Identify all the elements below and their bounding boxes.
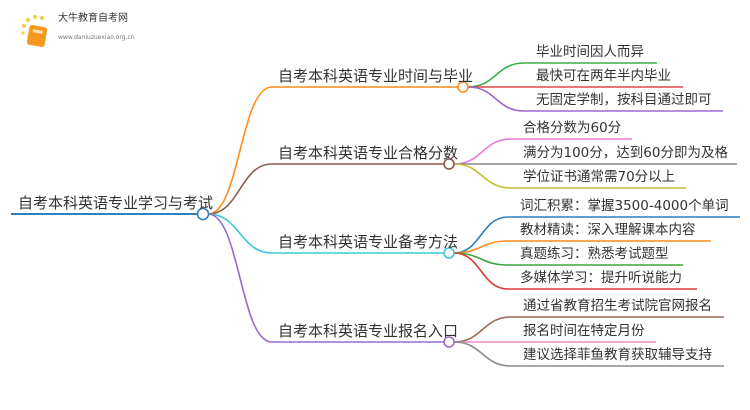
leaf-node[interactable]: 最快可在两年半内毕业 — [536, 68, 671, 84]
branch-node[interactable]: 自考本科英语专业备考方法 — [278, 233, 459, 251]
branch-node-circle — [443, 247, 455, 259]
leaf-node[interactable]: 满分为100分，达到60分即为及格 — [523, 145, 728, 161]
root-branch-connector — [207, 213, 273, 254]
leaf-node[interactable]: 真题练习：熟悉考试题型 — [520, 246, 669, 262]
branch-node-circle — [443, 158, 455, 170]
logo-url: www.daniuzuexiao.org.cn — [58, 34, 135, 41]
branch-node-circle — [457, 81, 469, 93]
branch-node[interactable]: 自考本科英语专业报名入口 — [278, 322, 459, 340]
leaf-node[interactable]: 学位证书通常需70分以上 — [523, 169, 676, 185]
leaf-connector — [453, 341, 512, 367]
leaf-connector — [453, 316, 512, 343]
root-branch-connector — [207, 163, 273, 215]
leaf-node[interactable]: 多媒体学习：提升听说能力 — [520, 270, 682, 286]
leaf-node[interactable]: 建议选择菲鱼教育获取辅导支持 — [523, 347, 712, 363]
leaf-connector — [453, 138, 512, 165]
leaf-node[interactable]: 毕业时间因人而异 — [536, 44, 644, 60]
leaf-node[interactable]: 合格分数为60分 — [523, 120, 622, 136]
leaf-node[interactable]: 无固定学制，按科目通过即可 — [536, 92, 712, 108]
root-branch-connector — [207, 86, 273, 215]
leaf-node[interactable]: 报名时间在特定月份 — [523, 323, 645, 339]
leaf-connector — [467, 62, 525, 88]
branch-node-circle — [443, 336, 455, 348]
branch-node[interactable]: 自考本科英语专业时间与毕业 — [278, 67, 474, 85]
leaf-node[interactable]: 通过省教育招生考试院官网报名 — [523, 298, 712, 314]
leaf-connector — [453, 252, 509, 290]
leaf-connector — [467, 86, 525, 112]
leaf-node[interactable]: 词汇积累：掌握3500-4000个单词 — [520, 198, 729, 214]
leaf-node[interactable]: 教材精读：深入理解课本内容 — [520, 222, 696, 238]
logo: 大牛教育自考网 www.daniuzuexiao.org.cn — [18, 10, 148, 50]
root-node-circle — [196, 207, 210, 221]
branch-node[interactable]: 自考本科英语专业合格分数 — [278, 144, 459, 162]
leaf-connector — [453, 163, 512, 189]
root-node[interactable]: 自考本科英语专业学习与考试 — [18, 194, 214, 212]
root-branch-connector — [207, 213, 273, 343]
logo-title: 大牛教育自考网 — [58, 13, 128, 24]
book-logo-icon — [21, 15, 48, 47]
